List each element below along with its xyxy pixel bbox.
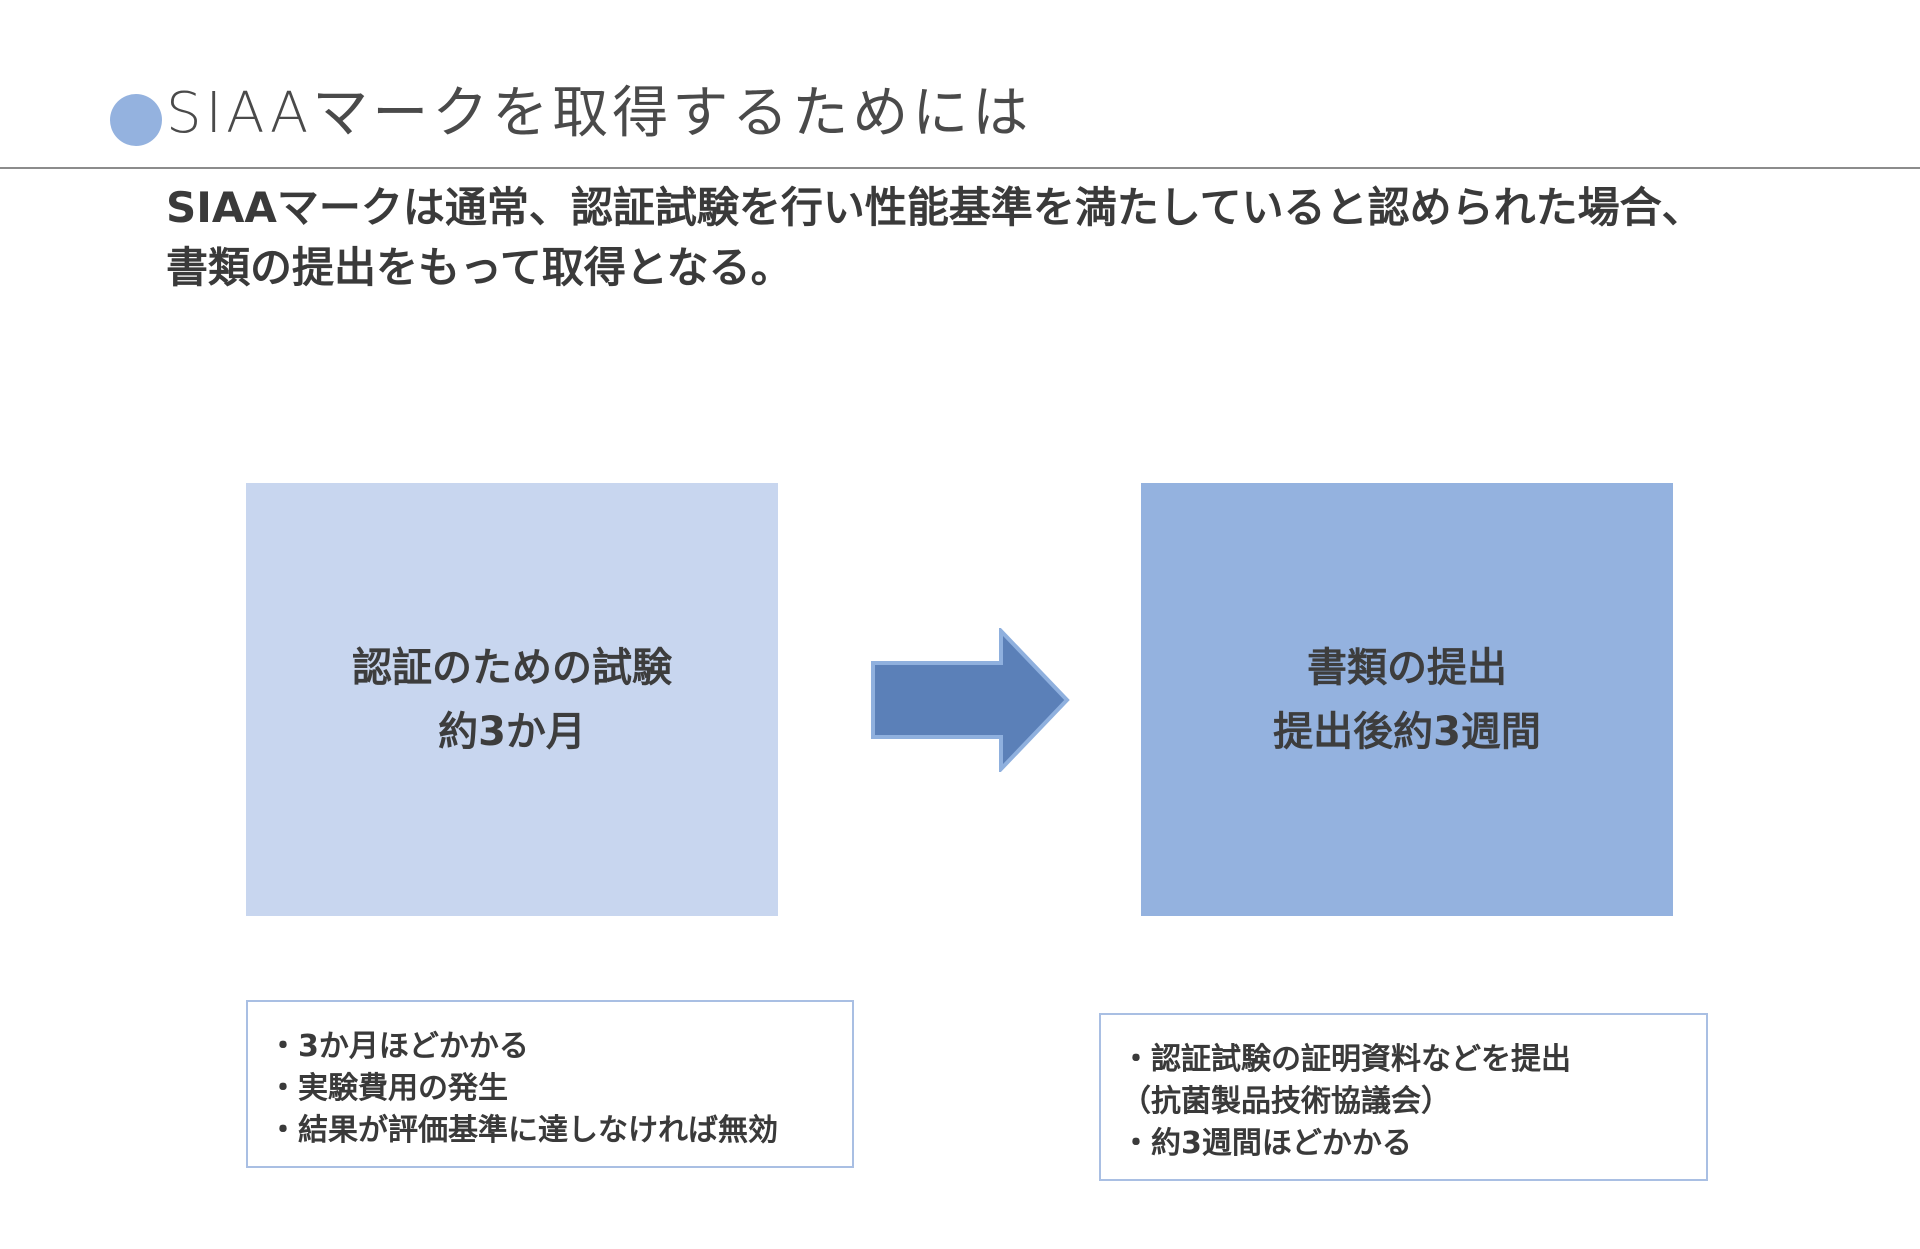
arrow-right-shape bbox=[871, 628, 1070, 772]
note-item: ・認証試験の証明資料などを提出 bbox=[1121, 1042, 1571, 1077]
note-box-documents: ・認証試験の証明資料などを提出 （抗菌製品技術協議会） ・約3週間ほどかかる bbox=[1099, 1013, 1708, 1181]
note-box-testing: ・3か月ほどかかる ・実験費用の発生 ・結果が評価基準に達しなければ無効 bbox=[246, 1000, 854, 1168]
note-item: ・結果が評価基準に達しなければ無効 bbox=[268, 1113, 778, 1148]
step-title: 認証のための試験 bbox=[352, 644, 672, 691]
step-duration: 提出後約3週間 bbox=[1273, 708, 1541, 755]
intro-line-2: 書類の提出をもって取得となる。 bbox=[166, 243, 793, 292]
note-item: ・実験費用の発生 bbox=[268, 1071, 508, 1106]
intro-text: SIAAマークは通常、認証試験を行い性能基準を満たしていると認められた場合、 書… bbox=[166, 178, 1886, 298]
step-box-testing: 認証のための試験 約3か月 bbox=[246, 483, 778, 916]
note-item: ・3か月ほどかかる bbox=[268, 1029, 529, 1064]
title-bullet-icon bbox=[110, 94, 162, 146]
page-title: SIAAマークを取得するためには bbox=[166, 81, 1033, 146]
step-duration: 約3か月 bbox=[438, 708, 586, 755]
note-item: （抗菌製品技術協議会） bbox=[1121, 1084, 1451, 1119]
intro-line-1: SIAAマークは通常、認証試験を行い性能基準を満たしていると認められた場合、 bbox=[166, 183, 1704, 232]
arrow-right-icon bbox=[871, 628, 1070, 772]
note-item: ・約3週間ほどかかる bbox=[1121, 1126, 1412, 1161]
title-divider bbox=[0, 167, 1920, 169]
step-box-documents: 書類の提出 提出後約3週間 bbox=[1141, 483, 1673, 916]
step-title: 書類の提出 bbox=[1307, 644, 1507, 691]
